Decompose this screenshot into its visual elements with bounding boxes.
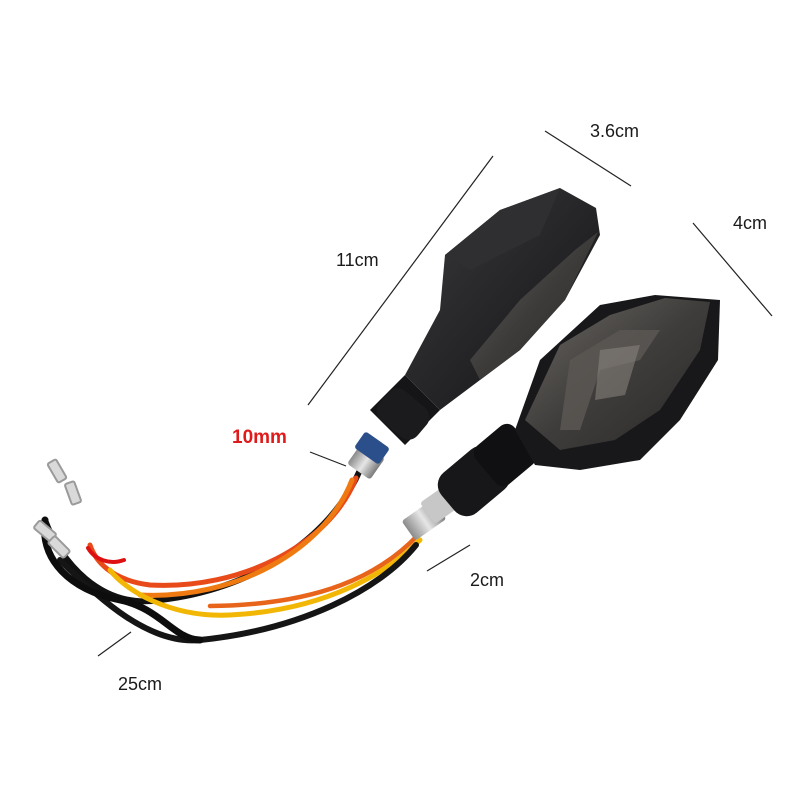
wire-orange-right bbox=[207, 532, 421, 609]
connector-pin bbox=[46, 458, 68, 484]
wire-black-loop bbox=[40, 516, 204, 644]
label-11cm: 11cm bbox=[336, 250, 379, 270]
right-lens-highlight bbox=[595, 345, 640, 400]
label-4cm: 4cm bbox=[733, 213, 768, 233]
connector-pins bbox=[33, 458, 82, 559]
connector-pin bbox=[64, 480, 82, 506]
dimension-line-3.6cm bbox=[544, 130, 632, 187]
left-turn-signal bbox=[348, 188, 600, 479]
label-2cm: 2cm bbox=[470, 570, 505, 590]
wire-harness bbox=[40, 467, 423, 644]
wire-orange-left bbox=[137, 477, 355, 598]
dimension-line-11cm bbox=[307, 155, 494, 406]
label-25cm: 25cm bbox=[118, 674, 163, 694]
cable-tie bbox=[86, 546, 126, 564]
dimension-line-25cm bbox=[97, 631, 132, 657]
dimension-line-4cm bbox=[692, 222, 773, 317]
wire-yellow-right bbox=[107, 537, 423, 618]
left-stem-collar bbox=[376, 388, 430, 440]
connector-pin bbox=[47, 535, 71, 559]
right-turn-signal bbox=[402, 295, 720, 540]
label-3.6cm: 3.6cm bbox=[590, 121, 640, 141]
label-10mm: 10mm bbox=[232, 427, 287, 448]
left-nut bbox=[355, 432, 389, 464]
left-housing-facet bbox=[445, 188, 560, 270]
dimension-line-2cm bbox=[426, 544, 471, 572]
dimension-line-10mm bbox=[309, 451, 347, 467]
dimension-lines bbox=[97, 130, 773, 657]
left-housing bbox=[405, 188, 600, 410]
left-lens bbox=[470, 232, 598, 380]
